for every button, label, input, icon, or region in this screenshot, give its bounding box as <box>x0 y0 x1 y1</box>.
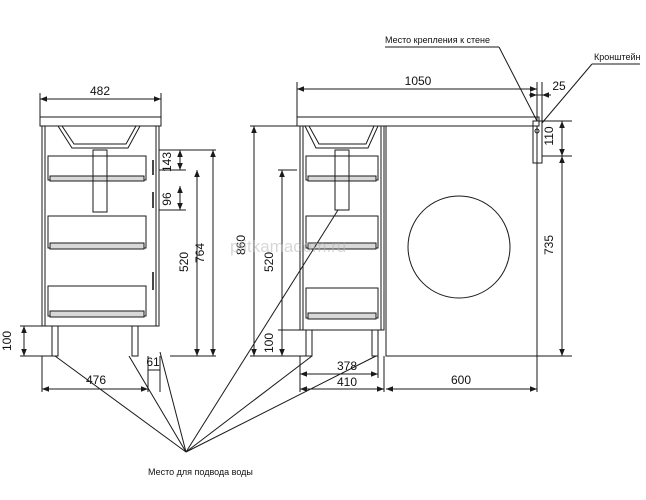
dim-143: 143 <box>160 152 174 172</box>
watermark-text: plitkamadom.ru <box>230 237 346 256</box>
side-siphon <box>92 149 108 213</box>
side-leg-left <box>51 325 59 357</box>
front-leg-left <box>305 329 313 357</box>
dim-25: 25 <box>552 79 566 93</box>
washing-machine-door <box>407 195 511 299</box>
dim-410: 410 <box>337 375 357 389</box>
front-view: 1050 25 110 735 860 520 100 37 <box>234 74 572 392</box>
front-cabinet-body <box>299 125 385 331</box>
side-countertop <box>39 116 162 127</box>
note-wall-mount: Место крепления к стене <box>385 35 490 45</box>
dim-front-100: 100 <box>262 333 276 353</box>
dim-side-100: 100 <box>0 331 14 351</box>
dim-482: 482 <box>90 84 110 98</box>
dim-476: 476 <box>86 373 106 387</box>
callout-bracket: Кронштейн <box>541 52 640 124</box>
dim-1050: 1050 <box>405 74 432 88</box>
note-bracket: Кронштейн <box>594 52 640 62</box>
callout-water-supply: Место для подвода воды <box>54 209 377 477</box>
dim-front-520: 520 <box>262 252 276 272</box>
dim-96: 96 <box>160 192 174 206</box>
dim-61: 61 <box>146 355 160 369</box>
side-basin <box>57 125 141 149</box>
front-leg-right <box>371 329 379 357</box>
front-countertop <box>296 116 540 127</box>
dim-110: 110 <box>542 126 556 145</box>
side-leg-right <box>131 325 139 357</box>
dim-860: 860 <box>234 235 248 255</box>
dim-735: 735 <box>542 235 556 255</box>
dim-378: 378 <box>337 359 357 373</box>
dim-side-520: 520 <box>177 252 191 272</box>
front-siphon <box>334 149 350 211</box>
dim-764: 764 <box>193 243 207 263</box>
callout-wall-mount: Место крепления к стене <box>385 35 538 122</box>
note-water-supply: Место для подвода воды <box>148 467 253 477</box>
front-basin <box>304 125 379 149</box>
side-view: 482 100 476 61 143 96 520 764 <box>0 84 216 392</box>
dim-600: 600 <box>451 373 471 387</box>
